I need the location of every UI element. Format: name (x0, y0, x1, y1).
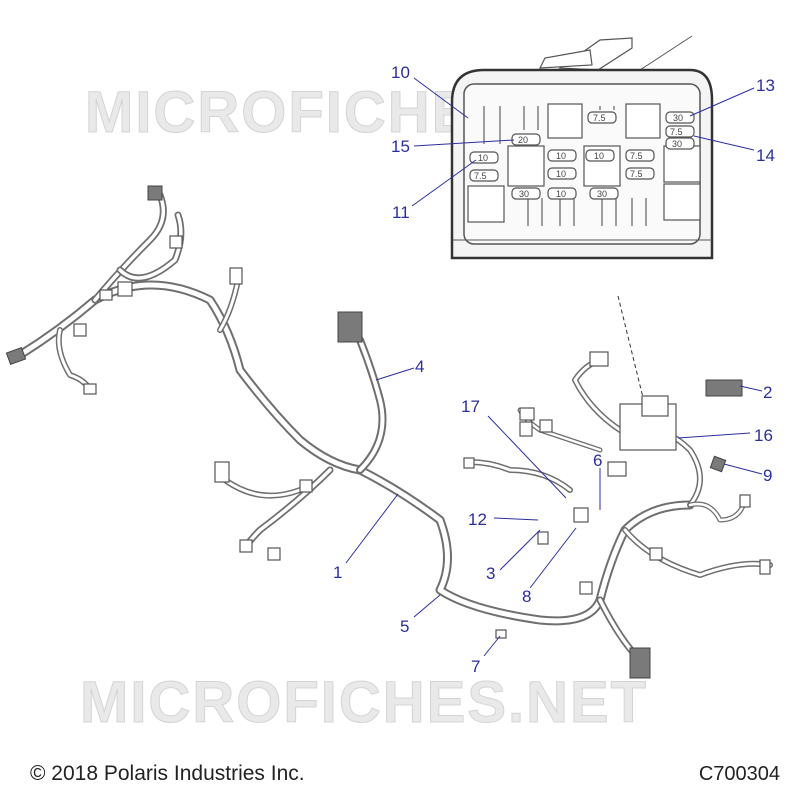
svg-text:10: 10 (556, 169, 566, 179)
svg-text:30: 30 (597, 189, 607, 199)
callout-11: 11 (392, 203, 410, 222)
svg-text:30: 30 (672, 139, 682, 149)
callout-2: 2 (763, 383, 772, 402)
callout-13: 13 (756, 76, 775, 95)
svg-text:10: 10 (556, 151, 566, 161)
svg-text:7.5: 7.5 (474, 171, 487, 181)
callout-17: 17 (461, 397, 480, 416)
callout-8: 8 (522, 587, 531, 606)
relay (663, 145, 701, 183)
svg-text:7.5: 7.5 (630, 169, 643, 179)
relay (547, 103, 583, 139)
fuse-box-inset: 30 7.5 20 10 7.5 10 10 7.5 (450, 35, 714, 260)
callout-4: 4 (415, 357, 424, 376)
callout-5: 5 (400, 617, 409, 636)
svg-text:7.5: 7.5 (593, 113, 606, 123)
svg-text:10: 10 (556, 189, 566, 199)
callout-1: 1 (333, 563, 342, 582)
fuse: 30 (665, 137, 695, 150)
svg-text:7.5: 7.5 (670, 127, 683, 137)
connector (5, 185, 771, 679)
callout-9: 9 (763, 466, 772, 485)
watermark-bottom: MICROFICHES.NET (80, 670, 648, 735)
fuse: 7.5 (625, 149, 655, 162)
copyright-notice: © 2018 Polaris Industries Inc. (30, 762, 305, 785)
fuse: 10 (547, 149, 577, 162)
fuse: 30 (511, 187, 541, 200)
callout-16: 16 (754, 426, 773, 445)
fuse: 7.5 (587, 111, 617, 124)
callout-10: 10 (391, 63, 410, 82)
svg-text:10: 10 (594, 151, 604, 161)
fuse: 7.5 (469, 169, 499, 182)
fuse: 20 (511, 133, 541, 146)
fuse: 30 (665, 111, 695, 124)
callout-6: 6 (593, 451, 602, 470)
svg-text:30: 30 (673, 113, 683, 123)
figure-id: C700304 (698, 763, 780, 785)
callout-12: 12 (468, 510, 487, 529)
callout-3: 3 (486, 564, 495, 583)
svg-text:7.5: 7.5 (630, 151, 643, 161)
fuse: 10 (547, 167, 577, 180)
relay (625, 103, 661, 139)
svg-text:20: 20 (518, 135, 528, 145)
fuse: 10 (585, 149, 615, 162)
callouts: 1 2 3 4 5 6 7 8 9 10 11 12 13 14 15 16 1… (333, 63, 775, 676)
fuse: 7.5 (665, 125, 695, 138)
svg-text:30: 30 (519, 189, 529, 199)
svg-text:10: 10 (478, 153, 488, 163)
callout-15: 15 (391, 137, 410, 156)
relay (663, 183, 701, 221)
relay (507, 145, 545, 187)
callout-14: 14 (756, 146, 775, 165)
fuse: 10 (547, 187, 577, 200)
fuse: 7.5 (625, 167, 655, 180)
callout-7: 7 (471, 657, 480, 676)
fuse: 10 (469, 151, 499, 164)
fuse: 30 (589, 187, 619, 200)
leader-lines (345, 77, 763, 657)
relay (467, 185, 505, 223)
